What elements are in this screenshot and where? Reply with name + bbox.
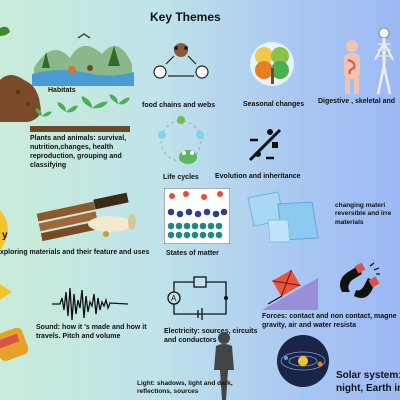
- circuit-icon: A: [167, 276, 228, 320]
- habitats-icon: [32, 33, 134, 86]
- forces-ramp-icon: [262, 269, 318, 310]
- states-of-matter-label: States of matter: [166, 250, 219, 257]
- edge-letter: y: [2, 230, 8, 241]
- seasonal-label: Seasonal changes: [243, 101, 305, 108]
- solar-system-label: Solar system: night, Earth in: [336, 370, 400, 394]
- life-cycle-icon: [158, 116, 204, 164]
- evolution-label: Evolution and inheritance: [215, 173, 301, 180]
- materials-icon: [36, 192, 136, 242]
- food-chain-icon: [153, 43, 209, 79]
- page-title: Key Themes: [150, 10, 221, 24]
- life-cycles-label: Life cycles: [163, 174, 199, 181]
- changing-materials-label: changing materi reversible and irre mate…: [335, 202, 392, 226]
- shadow-figure-icon: [214, 332, 234, 400]
- states-of-matter-icon: [164, 188, 230, 244]
- plants-animals-label: Plants and animals: survival, nutrition,…: [30, 135, 127, 170]
- yellow-shape-icon: [0, 210, 8, 250]
- electricity-label: Electricity: sources, circuits and condu…: [164, 328, 258, 345]
- digestive-icon: [344, 40, 360, 94]
- sound-wave-icon: [52, 287, 128, 321]
- forces-label: Forces: contact and non contact, magne g…: [262, 313, 397, 330]
- sound-label: Sound: how it 's made and how it travels…: [36, 324, 147, 341]
- habitats-label: Habitats: [48, 87, 76, 94]
- food-chains-label: food chains and webs: [142, 102, 216, 109]
- bag-icon: [0, 327, 29, 361]
- tool-icon: [0, 284, 12, 300]
- digestive-label: Digestive , skeletal and: [318, 98, 396, 105]
- magnet-icon: [340, 262, 380, 298]
- seedlings-icon: [30, 94, 130, 132]
- exploring-materials-label: xploring materials and their feature and…: [0, 249, 150, 256]
- soil-icon: [0, 26, 41, 122]
- svg-text:A: A: [171, 294, 177, 303]
- seasonal-icon: [250, 42, 294, 86]
- solar-system-icon: [277, 335, 329, 387]
- skeleton-icon: [374, 27, 394, 95]
- ice-cubes-icon: [247, 191, 319, 243]
- dna-icon: [248, 128, 282, 162]
- light-label: Light: shadows, light and dark, reflecti…: [137, 380, 233, 396]
